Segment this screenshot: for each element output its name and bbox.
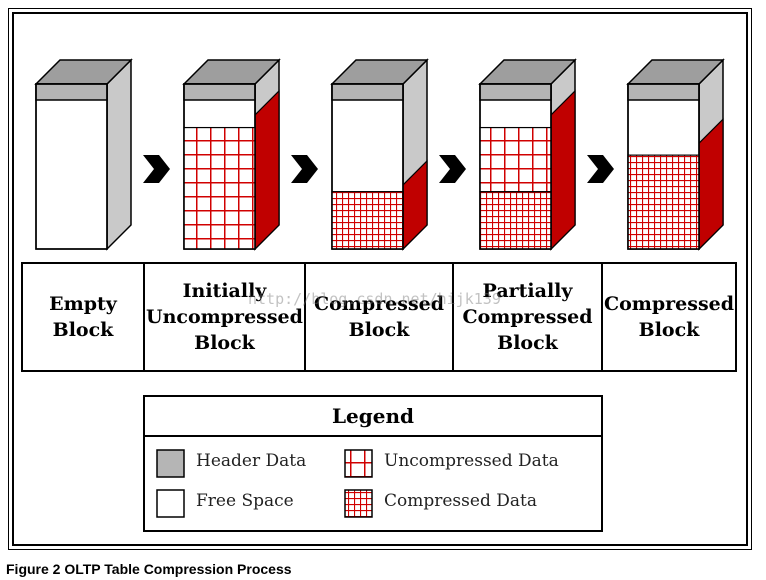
block-outline <box>627 83 700 250</box>
block-partially-compressed <box>478 58 577 251</box>
arrow-4 <box>587 155 614 183</box>
outer-frame <box>8 8 752 550</box>
block-initially-uncompressed <box>182 58 281 251</box>
block-front-face <box>35 83 108 250</box>
block-header-data <box>183 83 256 101</box>
block-compressed-data <box>479 191 552 250</box>
legend-title: Legend <box>331 404 415 428</box>
block-uncompressed-data <box>183 126 256 250</box>
stage-label-initially-uncompressed: Initially Uncompressed Block <box>146 280 303 354</box>
block-uncompressed-data <box>479 126 552 193</box>
arrows-layer <box>143 155 614 183</box>
stage-label-partially-compressed: Partially Compressed Block <box>462 280 593 354</box>
block-side-data <box>254 89 280 251</box>
arrow-2 <box>291 155 318 183</box>
legend-box <box>143 395 603 532</box>
legend-label-header: Header Data <box>196 451 307 471</box>
block-outline <box>331 83 404 250</box>
legend-label-uncompressed: Uncompressed Data <box>384 451 559 471</box>
stage-label-compressed-final: Compressed Block <box>603 293 735 341</box>
legend-swatch-compressed <box>344 489 373 518</box>
block-header-data <box>627 83 700 101</box>
block-header-data <box>479 83 552 101</box>
legend-label-compressed: Compressed Data <box>384 491 537 511</box>
block-empty <box>34 58 133 251</box>
stage-label-empty: Empty Block <box>49 293 117 341</box>
block-outline <box>479 83 552 250</box>
inner-frame <box>12 12 748 546</box>
block-header-data <box>35 83 108 101</box>
block-compressed-data <box>331 191 404 250</box>
stage-label-compressed: Compressed Block <box>313 293 445 341</box>
arrow-3 <box>439 155 466 183</box>
blocks-layer <box>34 58 725 251</box>
block-side-face <box>106 58 132 251</box>
block-header-data <box>331 83 404 101</box>
legend-swatch-header <box>156 449 185 478</box>
block-outline <box>35 83 108 250</box>
stage-label-table <box>21 262 737 372</box>
legend-label-free: Free Space <box>196 491 294 511</box>
block-side-data <box>550 89 576 251</box>
block-compressed-data <box>627 154 700 250</box>
block-compressed <box>330 58 429 251</box>
figure-caption: Figure 2 OLTP Table Compression Process <box>6 561 292 577</box>
arrow-1 <box>143 155 170 183</box>
block-compressed-final <box>626 58 725 251</box>
legend-swatch-uncompressed <box>344 449 373 478</box>
legend-swatch-free <box>156 489 185 518</box>
block-outline <box>183 83 256 250</box>
